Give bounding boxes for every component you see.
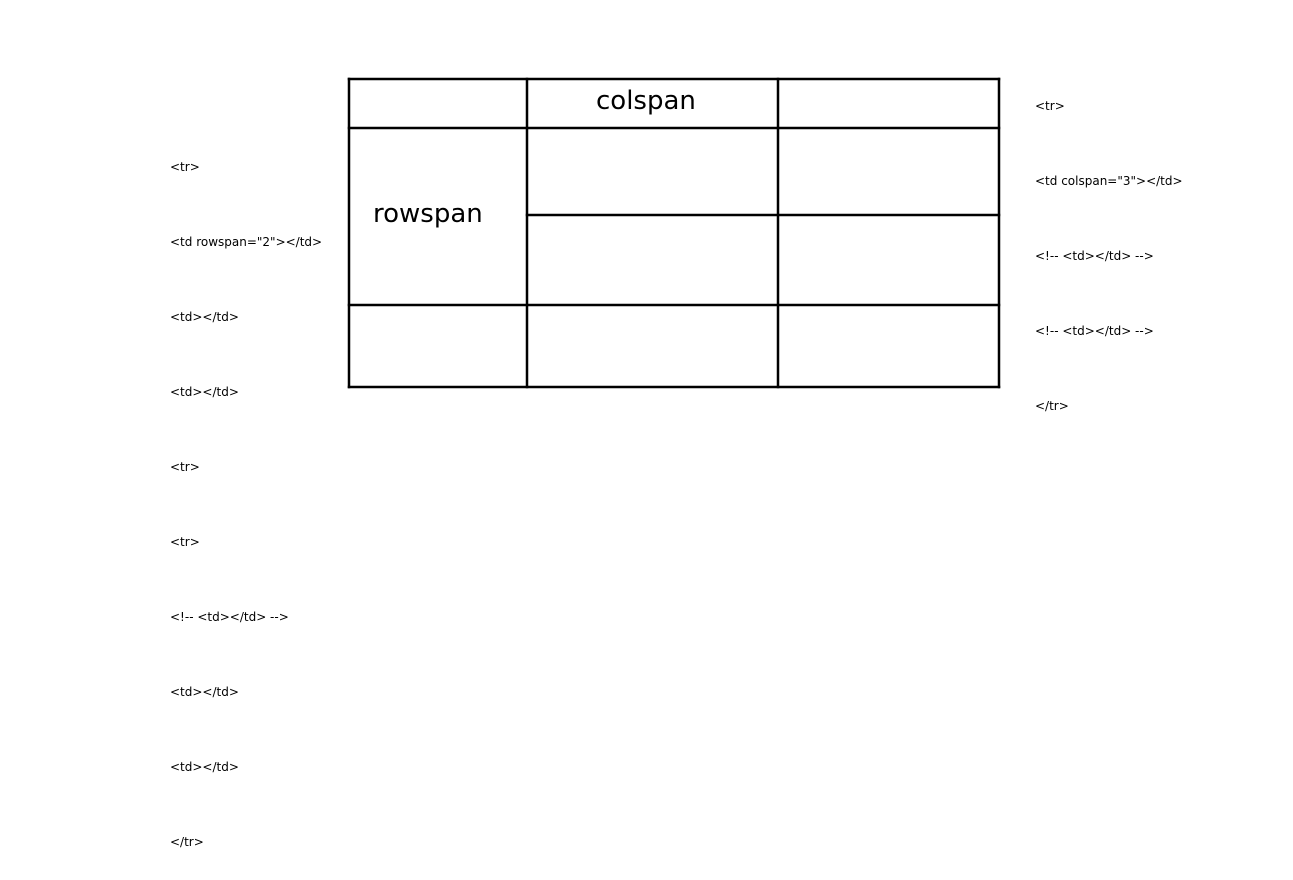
- code-line: </tr>: [170, 835, 204, 849]
- code-line: <td></td>: [170, 685, 239, 699]
- code-line: </tr>: [1035, 399, 1069, 413]
- code-line: <td></td>: [170, 310, 239, 324]
- colspan-label: colspan: [596, 86, 696, 116]
- code-line: <td colspan="3"></td>: [1035, 174, 1183, 188]
- code-line: <td rowspan="2"></td>: [170, 235, 323, 249]
- code-line: <td></td>: [170, 760, 239, 774]
- code-line: <td></td>: [170, 385, 239, 399]
- code-line: <!-- <td></td> -->: [1035, 249, 1154, 263]
- code-line: <tr>: [1035, 99, 1065, 113]
- rowspan-label: rowspan: [373, 199, 483, 229]
- code-line: <!-- <td></td> -->: [170, 610, 289, 624]
- code-line: <!-- <td></td> -->: [1035, 324, 1154, 338]
- code-line: <tr>: [170, 460, 200, 474]
- table-grid-diagram: [347, 77, 1001, 389]
- code-line: <tr>: [170, 160, 200, 174]
- colspan-code-snippet: <tr> <td colspan="3"></td> <!-- <td></td…: [1035, 44, 1183, 444]
